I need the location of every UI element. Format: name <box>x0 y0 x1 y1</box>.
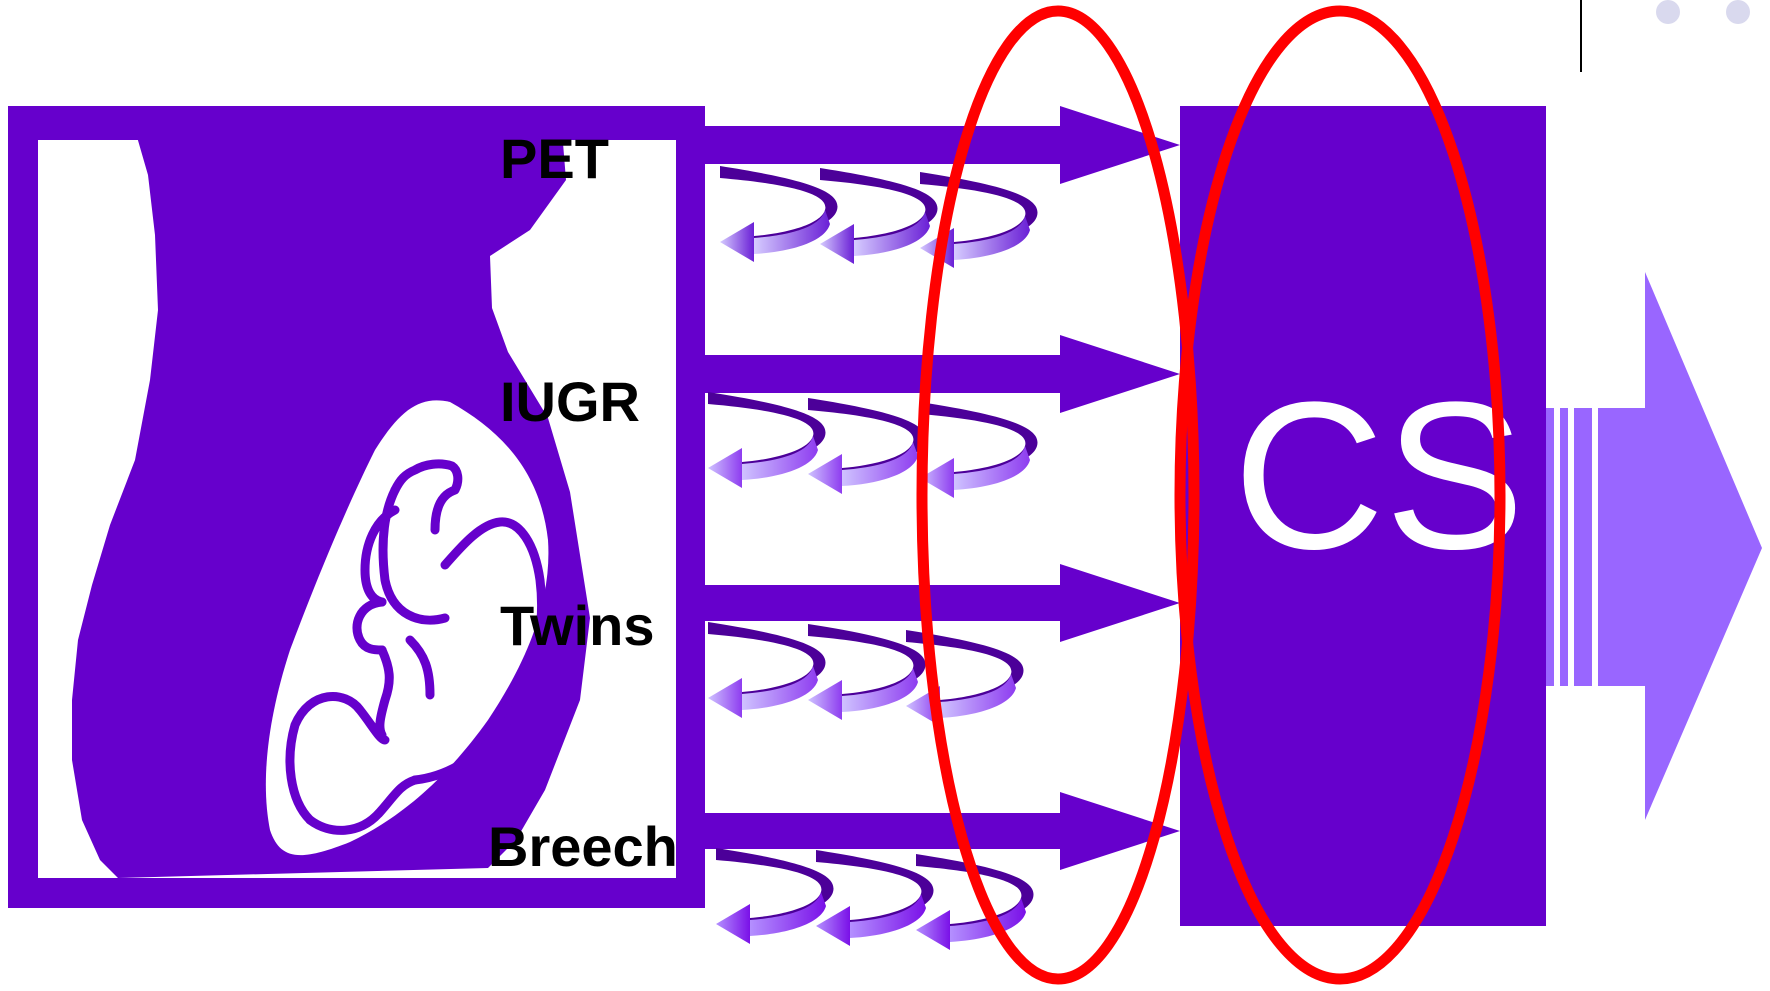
arrow-row-3 <box>705 564 1180 642</box>
highlight-ellipse-right <box>1174 5 1506 985</box>
arrow-row-2 <box>705 335 1180 413</box>
big-arrow-icon <box>1546 272 1762 820</box>
arrow-row-4 <box>705 792 1180 870</box>
feedback-loops-row-3-icon <box>708 622 1024 726</box>
cs-label: CS <box>1233 358 1525 593</box>
cs-box <box>1180 106 1546 926</box>
condition-label-pet: PET <box>500 127 609 190</box>
pregnancy-panel <box>8 106 705 908</box>
condition-label-twins: Twins <box>500 594 655 657</box>
slide-dot-1 <box>1656 0 1680 24</box>
condition-label-breech: Breech <box>488 815 678 878</box>
highlight-ellipse-left <box>916 5 1200 985</box>
fetus-icon <box>265 400 549 856</box>
feedback-loops-row-2-icon <box>708 392 1038 498</box>
slide-dot-2 <box>1726 0 1750 24</box>
arrow-row-1 <box>705 106 1180 184</box>
feedback-loops-row-1-icon <box>720 166 1038 268</box>
condition-label-iugr: IUGR <box>500 370 640 433</box>
